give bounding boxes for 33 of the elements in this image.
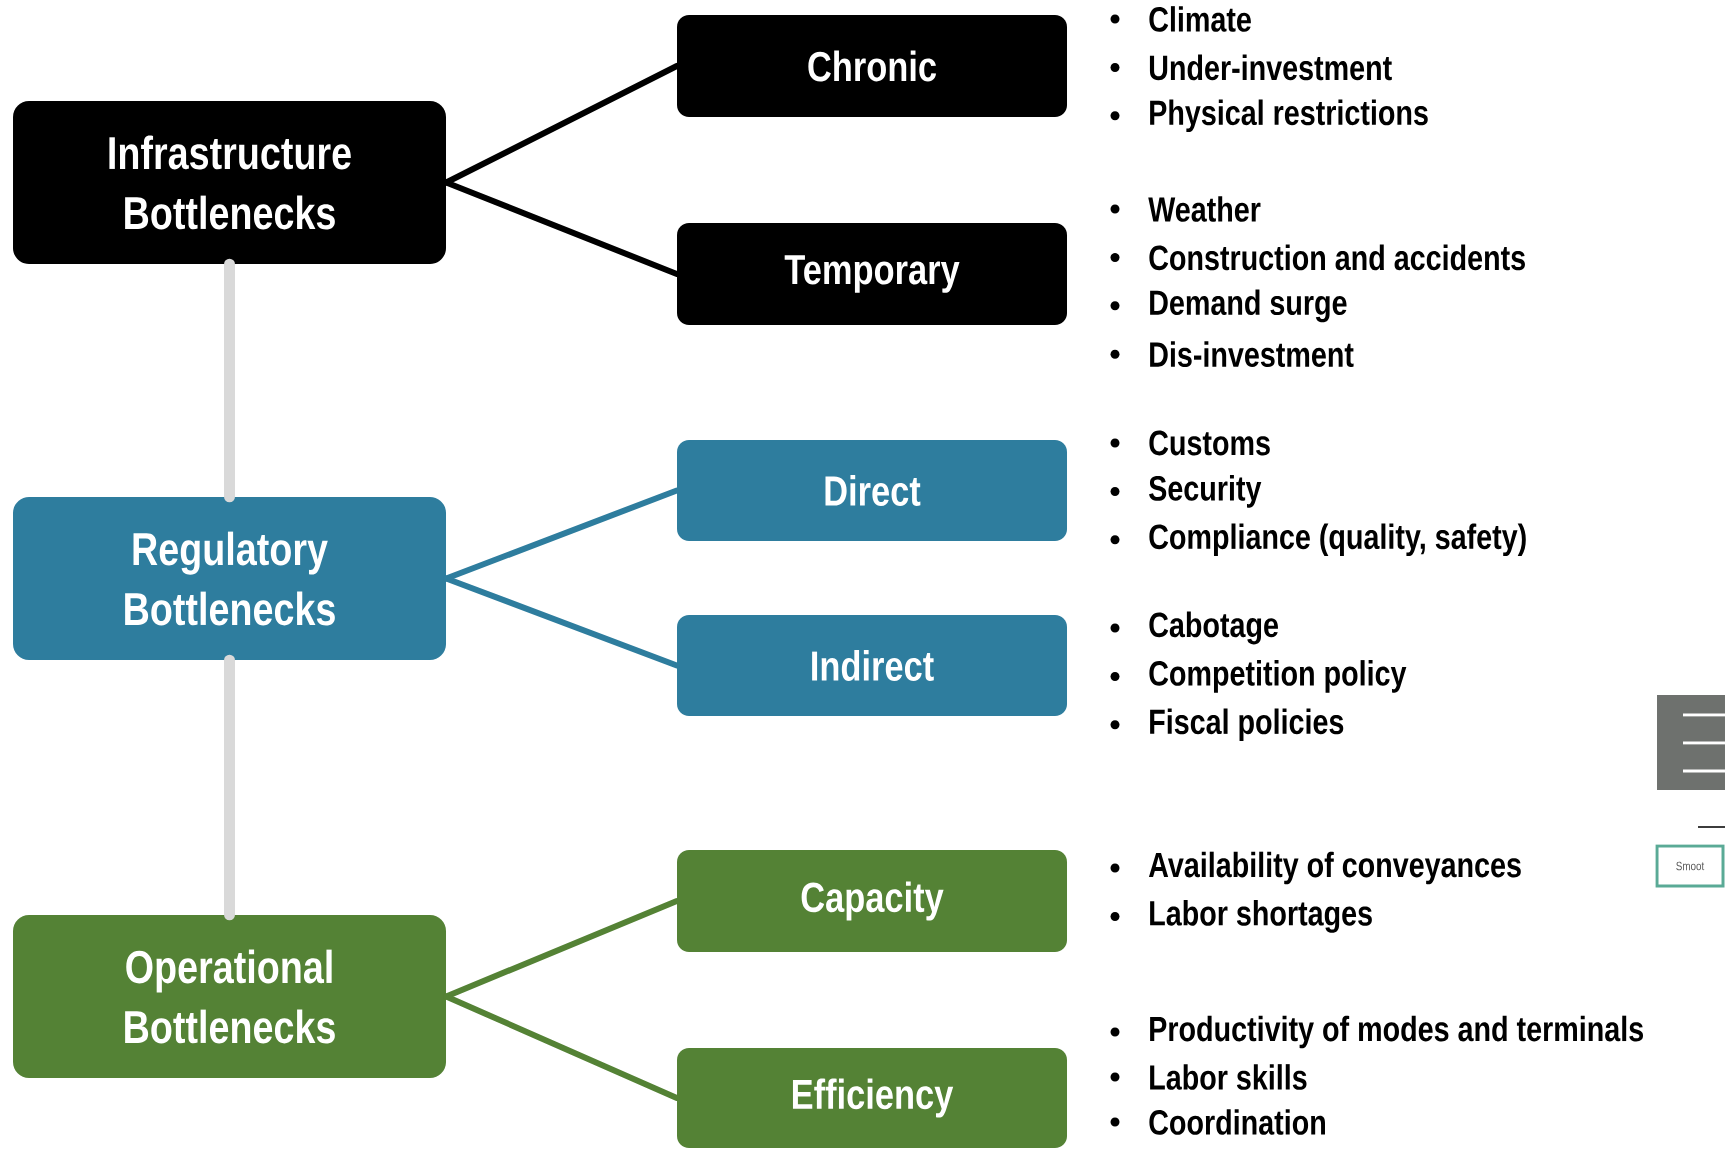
connector-line <box>443 179 680 277</box>
subcategory-box: Capacity <box>677 850 1067 952</box>
category-box: Infrastructure Bottlenecks <box>13 101 446 264</box>
connector-line <box>443 993 680 1101</box>
category-box: Operational Bottlenecks <box>13 915 446 1078</box>
subcategory-box: Indirect <box>677 615 1067 716</box>
bullet-item: Demand surge <box>1150 289 1347 323</box>
connector-line <box>443 575 680 669</box>
subcategory-box: Temporary <box>677 223 1067 325</box>
bullet-item: Dis-investment <box>1150 341 1354 368</box>
bullet-item: Physical restrictions <box>1150 99 1428 133</box>
bullet-item: Under-investment <box>1149 54 1392 81</box>
bullet-item: Labor shortages <box>1150 900 1372 933</box>
bullet-item: Availability of conveyances <box>1148 851 1521 885</box>
bullet-item: Compliance (quality, safety) <box>1149 523 1526 557</box>
connector-line <box>224 654 235 921</box>
connector-line <box>224 258 235 503</box>
bullet-item: Weather <box>1148 196 1261 222</box>
bullet-item: Cabotage <box>1149 611 1278 645</box>
subcategory-box: Chronic <box>677 15 1067 117</box>
bullet-item: Customs <box>1149 430 1270 456</box>
bullet-item: Security <box>1149 475 1262 508</box>
bullet-item: Fiscal policies <box>1150 708 1344 742</box>
bullet-item: Climate <box>1149 6 1251 32</box>
bullet-item: Labor skills <box>1150 1064 1307 1090</box>
subcategory-box: Efficiency <box>677 1048 1067 1148</box>
bullet-item: Productivity of modes and terminals <box>1150 1015 1643 1049</box>
tab-box: Smoot <box>1655 844 1725 888</box>
bullet-item: Competition policy <box>1149 660 1407 693</box>
bullet-item: Construction and accidents <box>1149 244 1525 271</box>
bullet-item: Coordination <box>1149 1109 1325 1135</box>
category-box: Regulatory Bottlenecks <box>13 497 446 660</box>
subcategory-box: Direct <box>677 440 1067 541</box>
